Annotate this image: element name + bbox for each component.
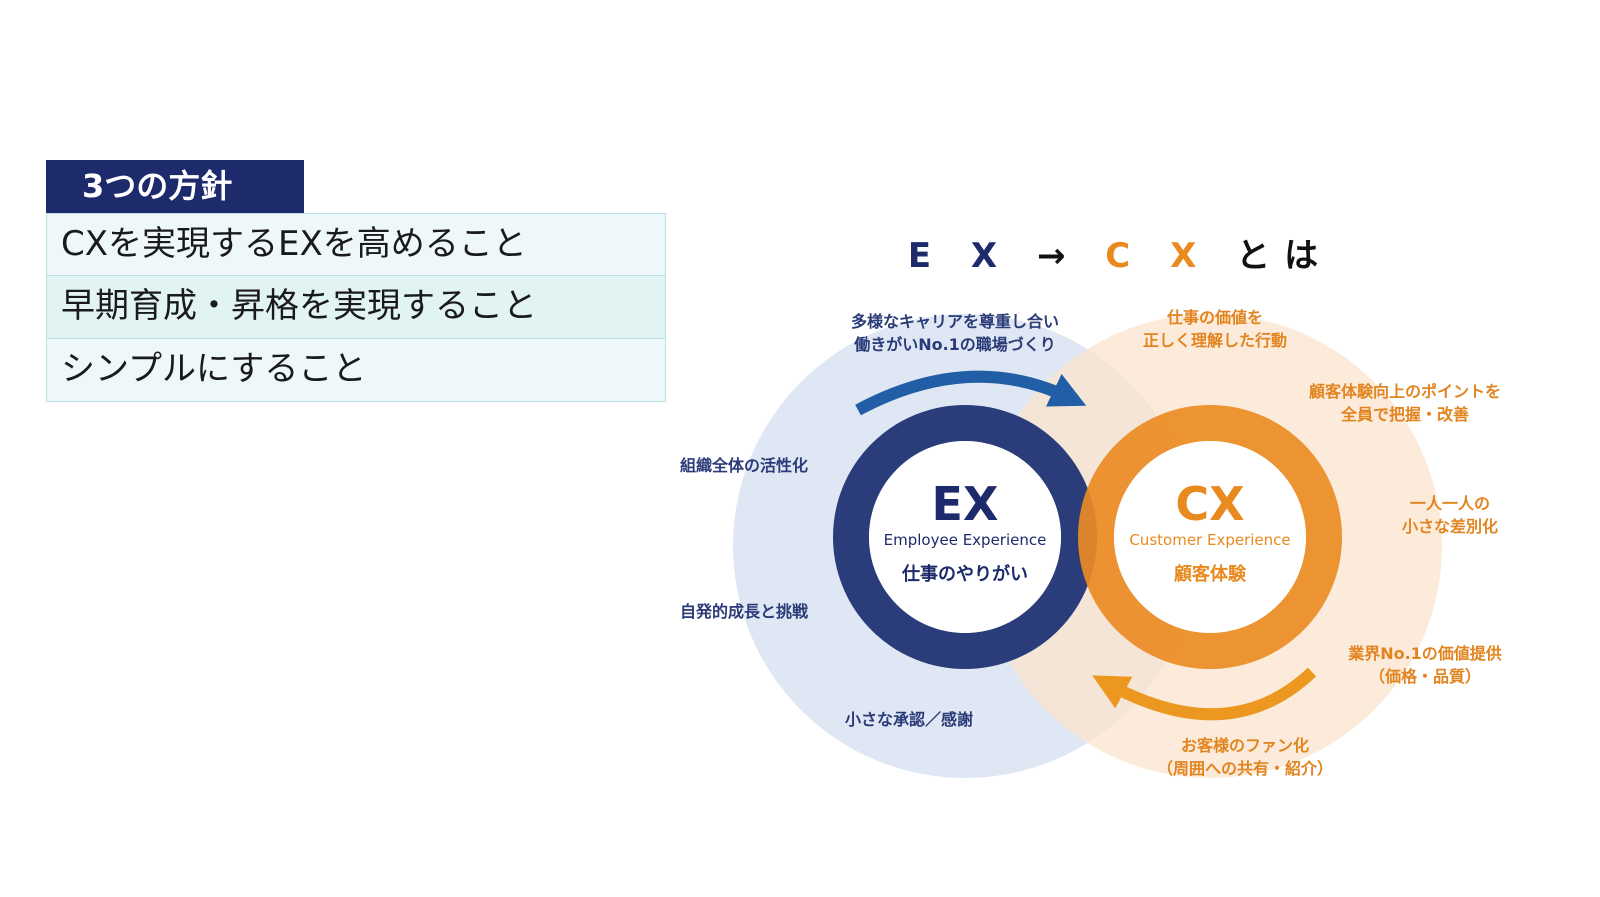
ex-inner-disc — [869, 441, 1061, 633]
ex-jp: 仕事のやりがい — [902, 564, 1028, 585]
policy-item: シンプルにすること — [46, 339, 666, 402]
policy-item: 早期育成・昇格を実現すること — [46, 276, 666, 339]
cx-to-ex-arrow — [1092, 667, 1317, 721]
ex-label-c: 小さな承認／感謝 — [845, 710, 974, 729]
title-ex: E X — [907, 236, 1012, 276]
diagram-graphic — [733, 314, 1442, 778]
title-suffix: とは — [1236, 236, 1333, 276]
policy-header: 3つの方針 — [46, 160, 304, 213]
ex-label-top: 多様なキャリアを尊重し合い 働きがいNo.1の職場づくり — [850, 312, 1059, 354]
cx-label-e: お客様のファン化 （周囲への共有・紹介） — [1156, 736, 1333, 778]
ex-sub: Employee Experience — [883, 531, 1047, 549]
ex-center-label: EX Employee Experience 仕事のやりがい — [865, 478, 1065, 588]
policy-item: CXを実現するEXを高めること — [46, 213, 666, 276]
title-cx: C X — [1105, 236, 1211, 276]
ex-to-cx-arrow — [855, 370, 1087, 416]
diagram-title: E X → C X とは — [640, 228, 1600, 277]
policy-panel: 3つの方針 CXを実現するEXを高めること 早期育成・昇格を実現すること シンプ… — [46, 160, 666, 402]
ex-cx-diagram: E X → C X とは EX Employee Experience 仕事のや… — [640, 210, 1600, 810]
cx-big: CX — [1175, 477, 1245, 531]
cx-label-c: 一人一人の 小さな差別化 — [1401, 494, 1498, 536]
cx-center-label: CX Customer Experience 顧客体験 — [1110, 478, 1310, 588]
ex-label-b: 自発的成長と挑戦 — [680, 602, 809, 621]
cx-ring — [1078, 405, 1342, 669]
ex-big: EX — [931, 477, 999, 531]
cx-sub: Customer Experience — [1129, 531, 1291, 549]
cx-label-d: 業界No.1の価値提供 （価格・品質） — [1348, 644, 1502, 686]
cx-label-b: 顧客体験向上のポイントを 全員で把握・改善 — [1308, 382, 1501, 424]
cx-inner-disc — [1114, 441, 1306, 633]
cx-label-a: 仕事の価値を 正しく理解した行動 — [1142, 308, 1287, 350]
title-arrow: → — [1036, 236, 1080, 276]
cx-jp: 顧客体験 — [1174, 564, 1246, 585]
ex-label-a: 組織全体の活性化 — [680, 456, 809, 475]
